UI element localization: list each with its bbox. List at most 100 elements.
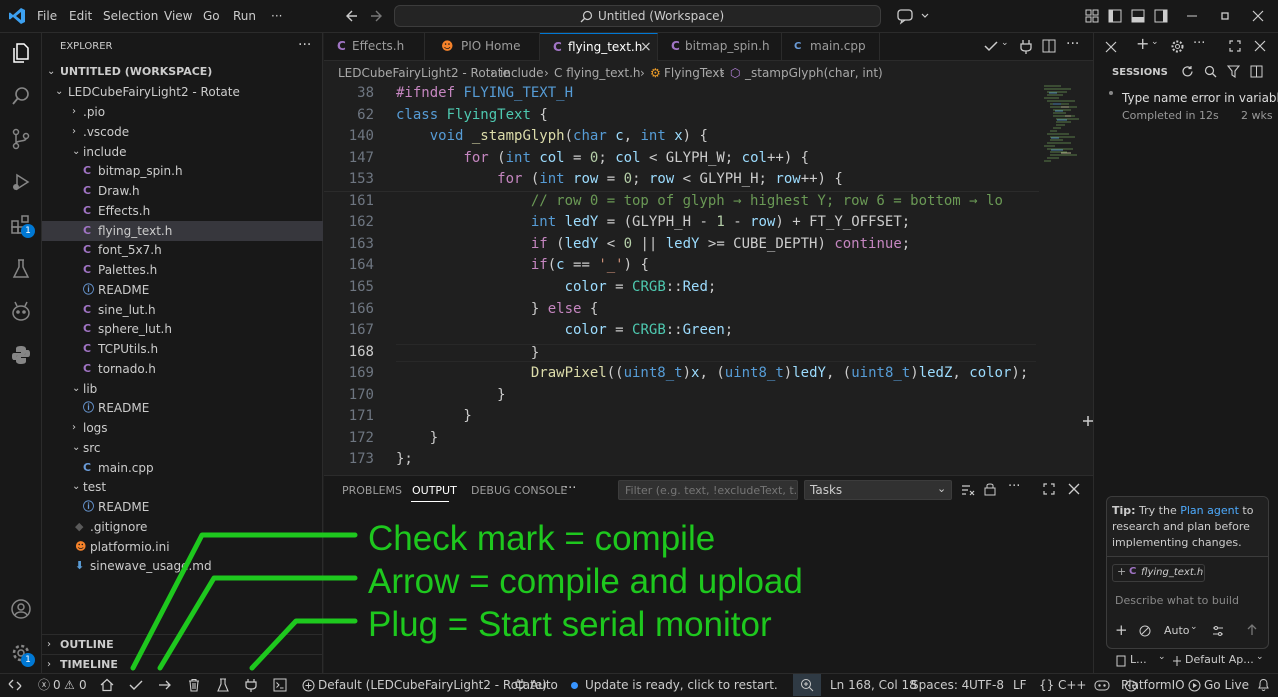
breadcrumb-project[interactable]: LEDCubeFairyLight2 - Rotate (338, 66, 510, 80)
tools-icon[interactable] (1139, 625, 1151, 637)
maximize-chat-icon[interactable] (1229, 40, 1241, 52)
menu-selection[interactable]: Selection (103, 9, 159, 23)
new-chat-icon[interactable]: + (1136, 34, 1150, 53)
code-line[interactable]: } (396, 386, 506, 403)
code-line[interactable]: } else { (396, 300, 599, 317)
platformio-status[interactable]: PlatformIO (1121, 678, 1185, 692)
tab-debug-console[interactable]: DEBUG CONSOLE (471, 484, 568, 497)
tab-problems[interactable]: PROBLEMS (342, 484, 403, 497)
project-folder[interactable]: ⌄ LEDCubeFairyLight2 - Rotate (42, 82, 323, 102)
maximize-panel-icon[interactable] (1043, 483, 1055, 495)
tab-effects[interactable]: C Effects.h (324, 33, 425, 61)
code-line[interactable]: } (396, 429, 439, 446)
remote-icon[interactable] (8, 678, 22, 692)
menu-file[interactable]: File (37, 9, 58, 23)
chevron-down-icon[interactable]: ⌄ (1001, 38, 1009, 48)
pio-home-icon[interactable] (100, 678, 114, 692)
minimap[interactable] (1041, 84, 1081, 184)
code-line[interactable]: int ledY = (GLYPH_H - 1 - row) + FT_Y_OF… (530, 214, 911, 231)
language-mode[interactable]: C++ (1058, 678, 1087, 692)
pio-upload-arrow-icon[interactable] (158, 678, 172, 692)
copilot-chat-icon[interactable] (896, 7, 932, 25)
source-control-icon[interactable] (9, 127, 33, 151)
minimize-window-icon[interactable] (1186, 10, 1198, 22)
folder-item[interactable]: ⌄test (42, 477, 323, 497)
code-line[interactable]: DrawPixel((uint8_t)x, (uint8_t)ledY, (ui… (530, 365, 1029, 382)
toggle-secondary-sidebar-icon[interactable] (1154, 9, 1168, 23)
outline-section[interactable]: › OUTLINE (42, 634, 323, 654)
chat-settings-gear-icon[interactable] (1171, 40, 1184, 53)
line-ending[interactable]: LF (1013, 678, 1027, 692)
pio-environment[interactable]: Default (LEDCubeFairyLight2 - Rotate) (318, 678, 547, 692)
workspace-header[interactable]: ⌄ UNTITLED (WORKSPACE) (42, 62, 323, 82)
chevron-down-icon[interactable]: ⌄ (1151, 37, 1159, 47)
code-line[interactable]: } (396, 408, 472, 425)
menu-view[interactable]: View (164, 9, 193, 23)
pio-test-flask-icon[interactable] (216, 678, 230, 692)
chevron-down-icon[interactable]: ⌄ (1190, 622, 1198, 632)
cursor-position[interactable]: Ln 168, Col 18 (830, 678, 917, 692)
output-filter-input[interactable] (618, 480, 798, 500)
explorer-more-icon[interactable]: ··· (298, 37, 312, 53)
toggle-panel-icon[interactable] (1131, 9, 1145, 23)
folder-item[interactable]: ›logs (42, 418, 323, 438)
code-line[interactable]: } (396, 343, 1036, 362)
chat-input[interactable]: Describe what to build (1115, 594, 1239, 607)
warning-icon[interactable]: ⚠ (64, 678, 75, 692)
explorer-files-icon[interactable] (9, 41, 33, 65)
pio-serial-monitor-plug-icon[interactable] (245, 678, 257, 693)
add-context-icon[interactable]: + (1115, 621, 1128, 639)
indentation[interactable]: Spaces: 4 (911, 678, 970, 692)
settings-gear-icon[interactable]: 1 (9, 641, 35, 667)
breadcrumb-method[interactable]: _stampGlyph(char, int) (745, 66, 883, 80)
session-item[interactable]: Type name error in variabl... Completed … (1094, 88, 1278, 126)
tab-output[interactable]: OUTPUT (412, 484, 457, 497)
folder-item[interactable]: ›.pio (42, 102, 323, 122)
serial-monitor-plug-icon[interactable] (1020, 39, 1032, 55)
menu-edit[interactable]: Edit (69, 9, 93, 23)
close-window-icon[interactable] (1252, 10, 1264, 22)
notifications-bell-icon[interactable] (1257, 678, 1270, 692)
auto-port[interactable]: Auto (530, 678, 558, 692)
platformio-alien-icon[interactable] (9, 300, 33, 324)
code-line[interactable]: for (int row = 0; row < GLYPH_H; row++) … (497, 171, 843, 188)
toggle-primary-sidebar-icon[interactable] (1108, 9, 1122, 23)
plan-agent-link[interactable]: Plan agent (1180, 504, 1239, 517)
tab-flying-text[interactable]: C flying_text.h × (540, 33, 658, 61)
copilot-icon[interactable] (1094, 678, 1110, 692)
search-icon[interactable] (9, 84, 33, 108)
code-line[interactable]: // row 0 = top of glyph → highest Y; row… (530, 192, 1003, 209)
panel-more-actions-icon[interactable]: ··· (1008, 479, 1021, 494)
go-live[interactable]: Go Live (1204, 678, 1249, 692)
mode-select[interactable]: Auto (1164, 624, 1190, 637)
pio-build-check-icon[interactable] (984, 39, 998, 53)
close-tab-icon[interactable]: × (640, 39, 652, 55)
errors-icon[interactable]: ⓧ (38, 678, 51, 692)
tab-main-cpp[interactable]: C main.cpp (782, 33, 880, 61)
pio-clean-trash-icon[interactable] (187, 678, 201, 692)
menu-run[interactable]: Run (233, 9, 257, 23)
update-notice[interactable]: Update is ready, click to restart. (585, 678, 778, 692)
lock-scroll-icon[interactable] (984, 482, 996, 496)
pio-terminal-icon[interactable] (273, 678, 287, 692)
code-line[interactable]: if (ledY < 0 || ledY >= CUBE_DEPTH) cont… (530, 235, 911, 252)
panel-more-tabs[interactable]: ··· (564, 481, 577, 496)
code-line[interactable]: void _stampGlyph(char c, int x) { (429, 128, 708, 145)
chat-more-icon[interactable]: ··· (1193, 36, 1206, 51)
close-sidebar-icon[interactable] (1105, 41, 1117, 53)
code-line[interactable]: class FlyingText { (396, 106, 548, 123)
file-item[interactable]: ☻platformio.ini (42, 537, 323, 557)
folder-item[interactable]: ›.vscode (42, 122, 323, 142)
restore-window-icon[interactable] (1219, 10, 1231, 22)
output-channel-select[interactable]: Tasks ⌄ (804, 480, 952, 500)
